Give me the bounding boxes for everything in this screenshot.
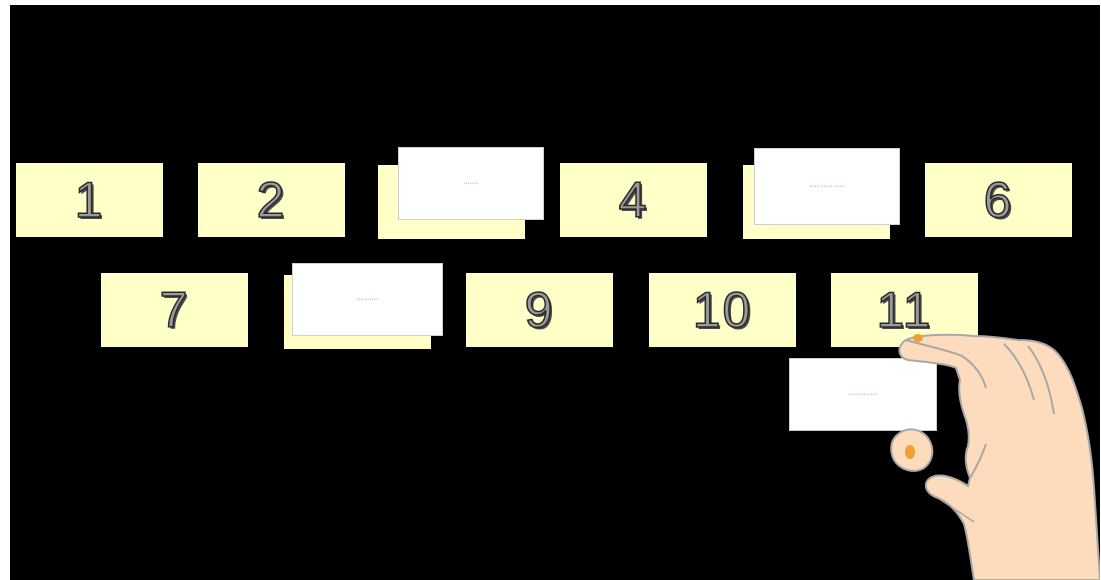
slot-9[interactable]: 9 [466, 273, 613, 347]
card-on-slot-3[interactable]: ········ [398, 147, 544, 220]
slot-number: 7 [159, 282, 190, 338]
slot-number: 10 [692, 282, 753, 338]
slot-number: 11 [876, 282, 933, 338]
card-text: ············ [356, 296, 379, 303]
slot-number: 2 [256, 172, 287, 228]
slot-10[interactable]: 10 [649, 273, 796, 347]
slot-number: 6 [983, 172, 1014, 228]
card-on-slot-8[interactable]: ············ [292, 263, 443, 336]
slot-4[interactable]: 4 [560, 163, 707, 237]
card-on-slot-5[interactable]: ······ ······ ······ [754, 148, 900, 225]
card-text: ········ [463, 180, 479, 187]
held-card[interactable]: ··········· ···· [789, 358, 937, 431]
game-board: 1 2 4 6 7 9 10 11 ········ ······ ······… [10, 5, 1100, 580]
card-text: ··········· ···· [848, 391, 878, 398]
slot-number: 4 [618, 172, 649, 228]
slot-number: 9 [524, 282, 555, 338]
card-text: ······ ······ ······ [809, 183, 845, 190]
slot-6[interactable]: 6 [925, 163, 1072, 237]
slot-7[interactable]: 7 [101, 273, 248, 347]
slot-1[interactable]: 1 [16, 163, 163, 237]
slot-number: 1 [74, 172, 105, 228]
slot-2[interactable]: 2 [198, 163, 345, 237]
hand-pointer-icon [890, 333, 1100, 580]
